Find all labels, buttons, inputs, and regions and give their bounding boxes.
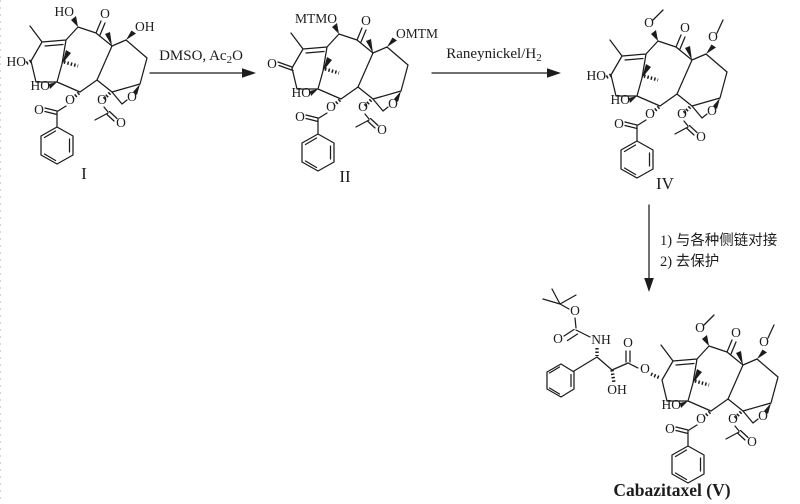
- atom-label-c13-ester-o: O: [640, 361, 650, 376]
- arrow-1-head: [242, 68, 256, 78]
- molecule-II: MTMO O OMTM O HO O O O O O: [267, 11, 438, 172]
- atom-label-benzoate-ester-o: O: [65, 92, 75, 107]
- atom-label-oxetane-o: O: [707, 103, 717, 118]
- molecule-V-hash-bonds: [694, 379, 743, 420]
- molecule-II-wedge-bonds: [310, 23, 401, 102]
- molecule-II-hash-bonds: [324, 67, 373, 108]
- atom-label-ketone-o: O: [680, 20, 690, 35]
- atom-label-c7-methoxy-o: O: [708, 29, 718, 44]
- atom-label-c10-methoxy-o: O: [644, 15, 654, 30]
- atom-label-c13-hydroxyl: HO: [7, 54, 27, 69]
- atom-label-c7-mtm-ether: OMTM: [396, 26, 438, 41]
- atom-label-c7-methoxy-o: O: [759, 334, 769, 349]
- atom-label-benzoate-ester-o: O: [326, 99, 336, 114]
- molecule-I-wedge-bonds: [49, 16, 140, 95]
- atom-label-benzoate-ester-o: O: [696, 411, 706, 426]
- atom-label-c10-methoxy-o: O: [695, 320, 705, 335]
- atom-label-ketone-o: O: [361, 13, 371, 28]
- compound-label-II: II: [339, 167, 351, 186]
- atom-label-c13-hydroxyl: HO: [587, 68, 607, 83]
- reaction-arrow-1: DMSO, Ac2O: [149, 48, 256, 78]
- atom-label-acetate-ester-o: O: [677, 106, 687, 121]
- atom-label-c1-hydroxyl: HO: [662, 397, 682, 412]
- atom-label-c1-hydroxyl: HO: [611, 92, 631, 107]
- side-chain-bonds: [542, 288, 639, 398]
- atom-label-benzoate-carbonyl-o: O: [34, 102, 44, 117]
- atom-label-acetate-carbonyl-o: O: [116, 115, 126, 130]
- reaction-arrow-3: 1) 与各种侧链对接 2) 去保护: [644, 204, 777, 292]
- atom-label-sidechain-hydroxyl: OH: [607, 382, 627, 397]
- atom-label-c1-hydroxyl: HO: [31, 78, 51, 93]
- molecule-II-bonds: [277, 27, 409, 172]
- atom-label-c7-hydroxyl: OH: [135, 19, 155, 34]
- molecule-V-wedge-bonds: [680, 335, 771, 414]
- reaction-arrow-2: Raneynickel/H2: [431, 46, 561, 78]
- atom-label-acetate-carbonyl-o: O: [747, 434, 757, 449]
- compound-label-I: I: [81, 164, 87, 183]
- atom-label-benzoate-carbonyl-o: O: [295, 109, 305, 124]
- page-left-edge: [0, 0, 1, 504]
- side-chain-hash-bonds: [595, 348, 661, 384]
- atom-label-acetate-ester-o: O: [97, 92, 107, 107]
- atom-label-c1-hydroxyl: HO: [292, 85, 312, 100]
- atom-label-oxetane-o: O: [127, 89, 137, 104]
- atom-label-oxetane-o: O: [388, 96, 398, 111]
- atom-label-ketone-o: O: [100, 6, 110, 21]
- molecule-IV-wedge-bonds: [629, 30, 720, 109]
- atom-label-sidechain-carbonyl-o: O: [623, 335, 633, 350]
- arrow-3-head: [644, 278, 654, 292]
- atom-label-c13-ketone-o: O: [267, 56, 277, 71]
- atom-label-acetate-ester-o: O: [358, 99, 368, 114]
- atom-label-benzoate-carbonyl-o: O: [614, 116, 624, 131]
- atom-label-acetate-ester-o: O: [728, 411, 738, 426]
- compound-label-IV: IV: [656, 174, 675, 193]
- molecule-I-hash-bonds: [25, 59, 112, 101]
- arrow-2-head: [547, 68, 561, 78]
- atom-label-c10-hydroxyl: HO: [55, 4, 75, 19]
- atom-label-oxetane-o: O: [758, 408, 768, 423]
- arrow-1-reagents: DMSO, Ac2O: [159, 48, 243, 66]
- molecule-V-core: O O O HO O O O O O: [660, 314, 779, 484]
- atom-label-acetate-carbonyl-o: O: [696, 129, 706, 144]
- molecule-V-bonds: [660, 314, 779, 484]
- molecule-IV-bonds: [609, 9, 728, 179]
- atom-label-acetate-carbonyl-o: O: [377, 122, 387, 137]
- molecule-IV: O O O HO HO O O O O O: [587, 9, 728, 179]
- atom-label-amide-nh: NH: [591, 332, 611, 347]
- molecule-I: HO O OH HO HO O O O O O: [7, 4, 155, 165]
- arrow-3-condition-1: 1) 与各种侧链对接: [660, 232, 777, 249]
- atom-label-benzoate-ester-o: O: [645, 106, 655, 121]
- atom-label-boc-carbonyl-o: O: [553, 331, 563, 346]
- arrow-3-condition-2: 2) 去保护: [660, 253, 719, 270]
- atom-label-c10-mtm-ether: MTMO: [295, 11, 337, 26]
- atom-label-boc-ester-o: O: [570, 303, 580, 318]
- molecule-I-bonds: [29, 20, 148, 165]
- molecule-V-side-chain: O O NH O O OH: [542, 288, 661, 398]
- atom-label-ketone-o: O: [731, 325, 741, 340]
- molecule-IV-hash-bonds: [605, 73, 692, 115]
- compound-label-cabazitaxel: Cabazitaxel (V): [613, 480, 730, 500]
- atom-label-benzoate-carbonyl-o: O: [665, 421, 675, 436]
- arrow-2-reagents: Raneynickel/H2: [446, 46, 541, 64]
